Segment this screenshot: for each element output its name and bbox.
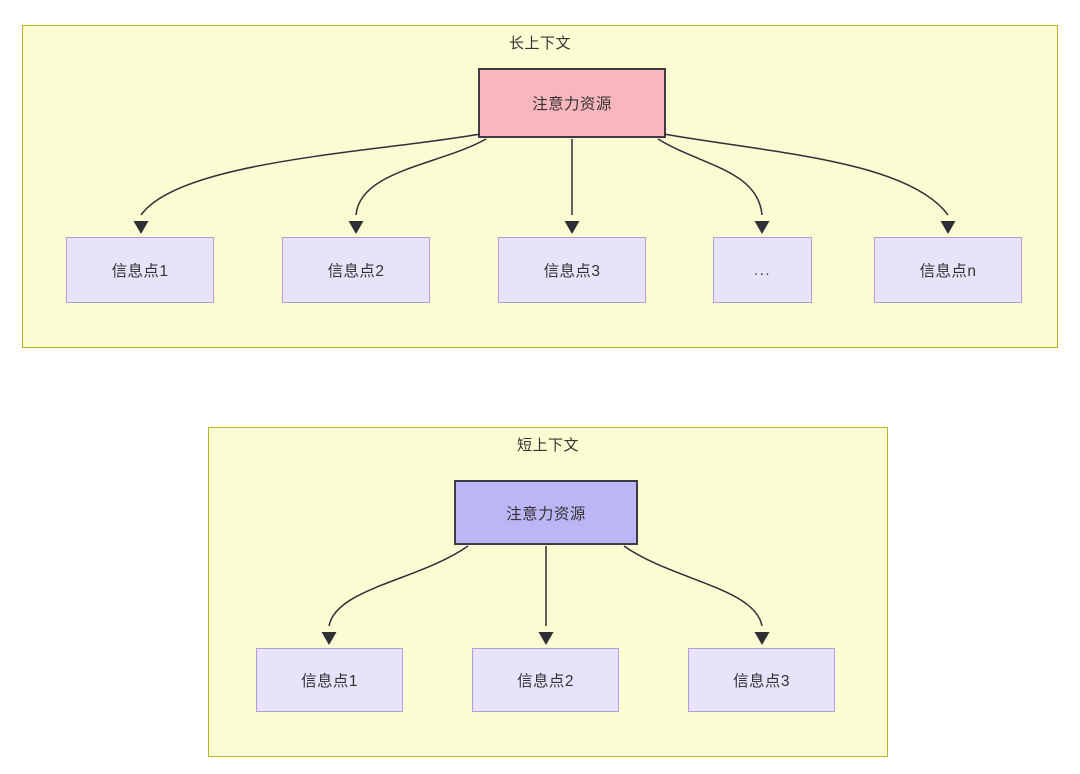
node-label: 信息点1 <box>301 673 358 690</box>
node-info-point-3-long[interactable]: 信息点3 <box>498 237 646 303</box>
node-label: ... <box>753 261 771 279</box>
node-label: 信息点1 <box>111 263 169 280</box>
node-label: 注意力资源 <box>532 96 612 113</box>
node-info-point-3-short[interactable]: 信息点3 <box>688 648 835 712</box>
node-info-point-1-long[interactable]: 信息点1 <box>66 237 214 303</box>
node-label: 信息点2 <box>517 673 574 690</box>
node-info-point-1-short[interactable]: 信息点1 <box>256 648 403 712</box>
group-title-short-context: 短上下文 <box>516 437 580 454</box>
node-label: 信息点3 <box>733 673 790 690</box>
node-info-point-n-long[interactable]: 信息点n <box>874 237 1022 303</box>
node-info-point-2-long[interactable]: 信息点2 <box>282 237 430 303</box>
node-label: 信息点2 <box>327 263 385 280</box>
node-info-point-2-short[interactable]: 信息点2 <box>472 648 619 712</box>
node-label: 信息点n <box>919 263 977 280</box>
node-label: 信息点3 <box>543 263 601 280</box>
node-info-ellipsis-long[interactable]: ... <box>713 237 812 303</box>
group-title-long-context: 长上下文 <box>508 35 572 52</box>
node-attention-resource-short[interactable]: 注意力资源 <box>454 480 638 545</box>
node-attention-resource-long[interactable]: 注意力资源 <box>478 68 666 138</box>
node-label: 注意力资源 <box>506 505 586 523</box>
